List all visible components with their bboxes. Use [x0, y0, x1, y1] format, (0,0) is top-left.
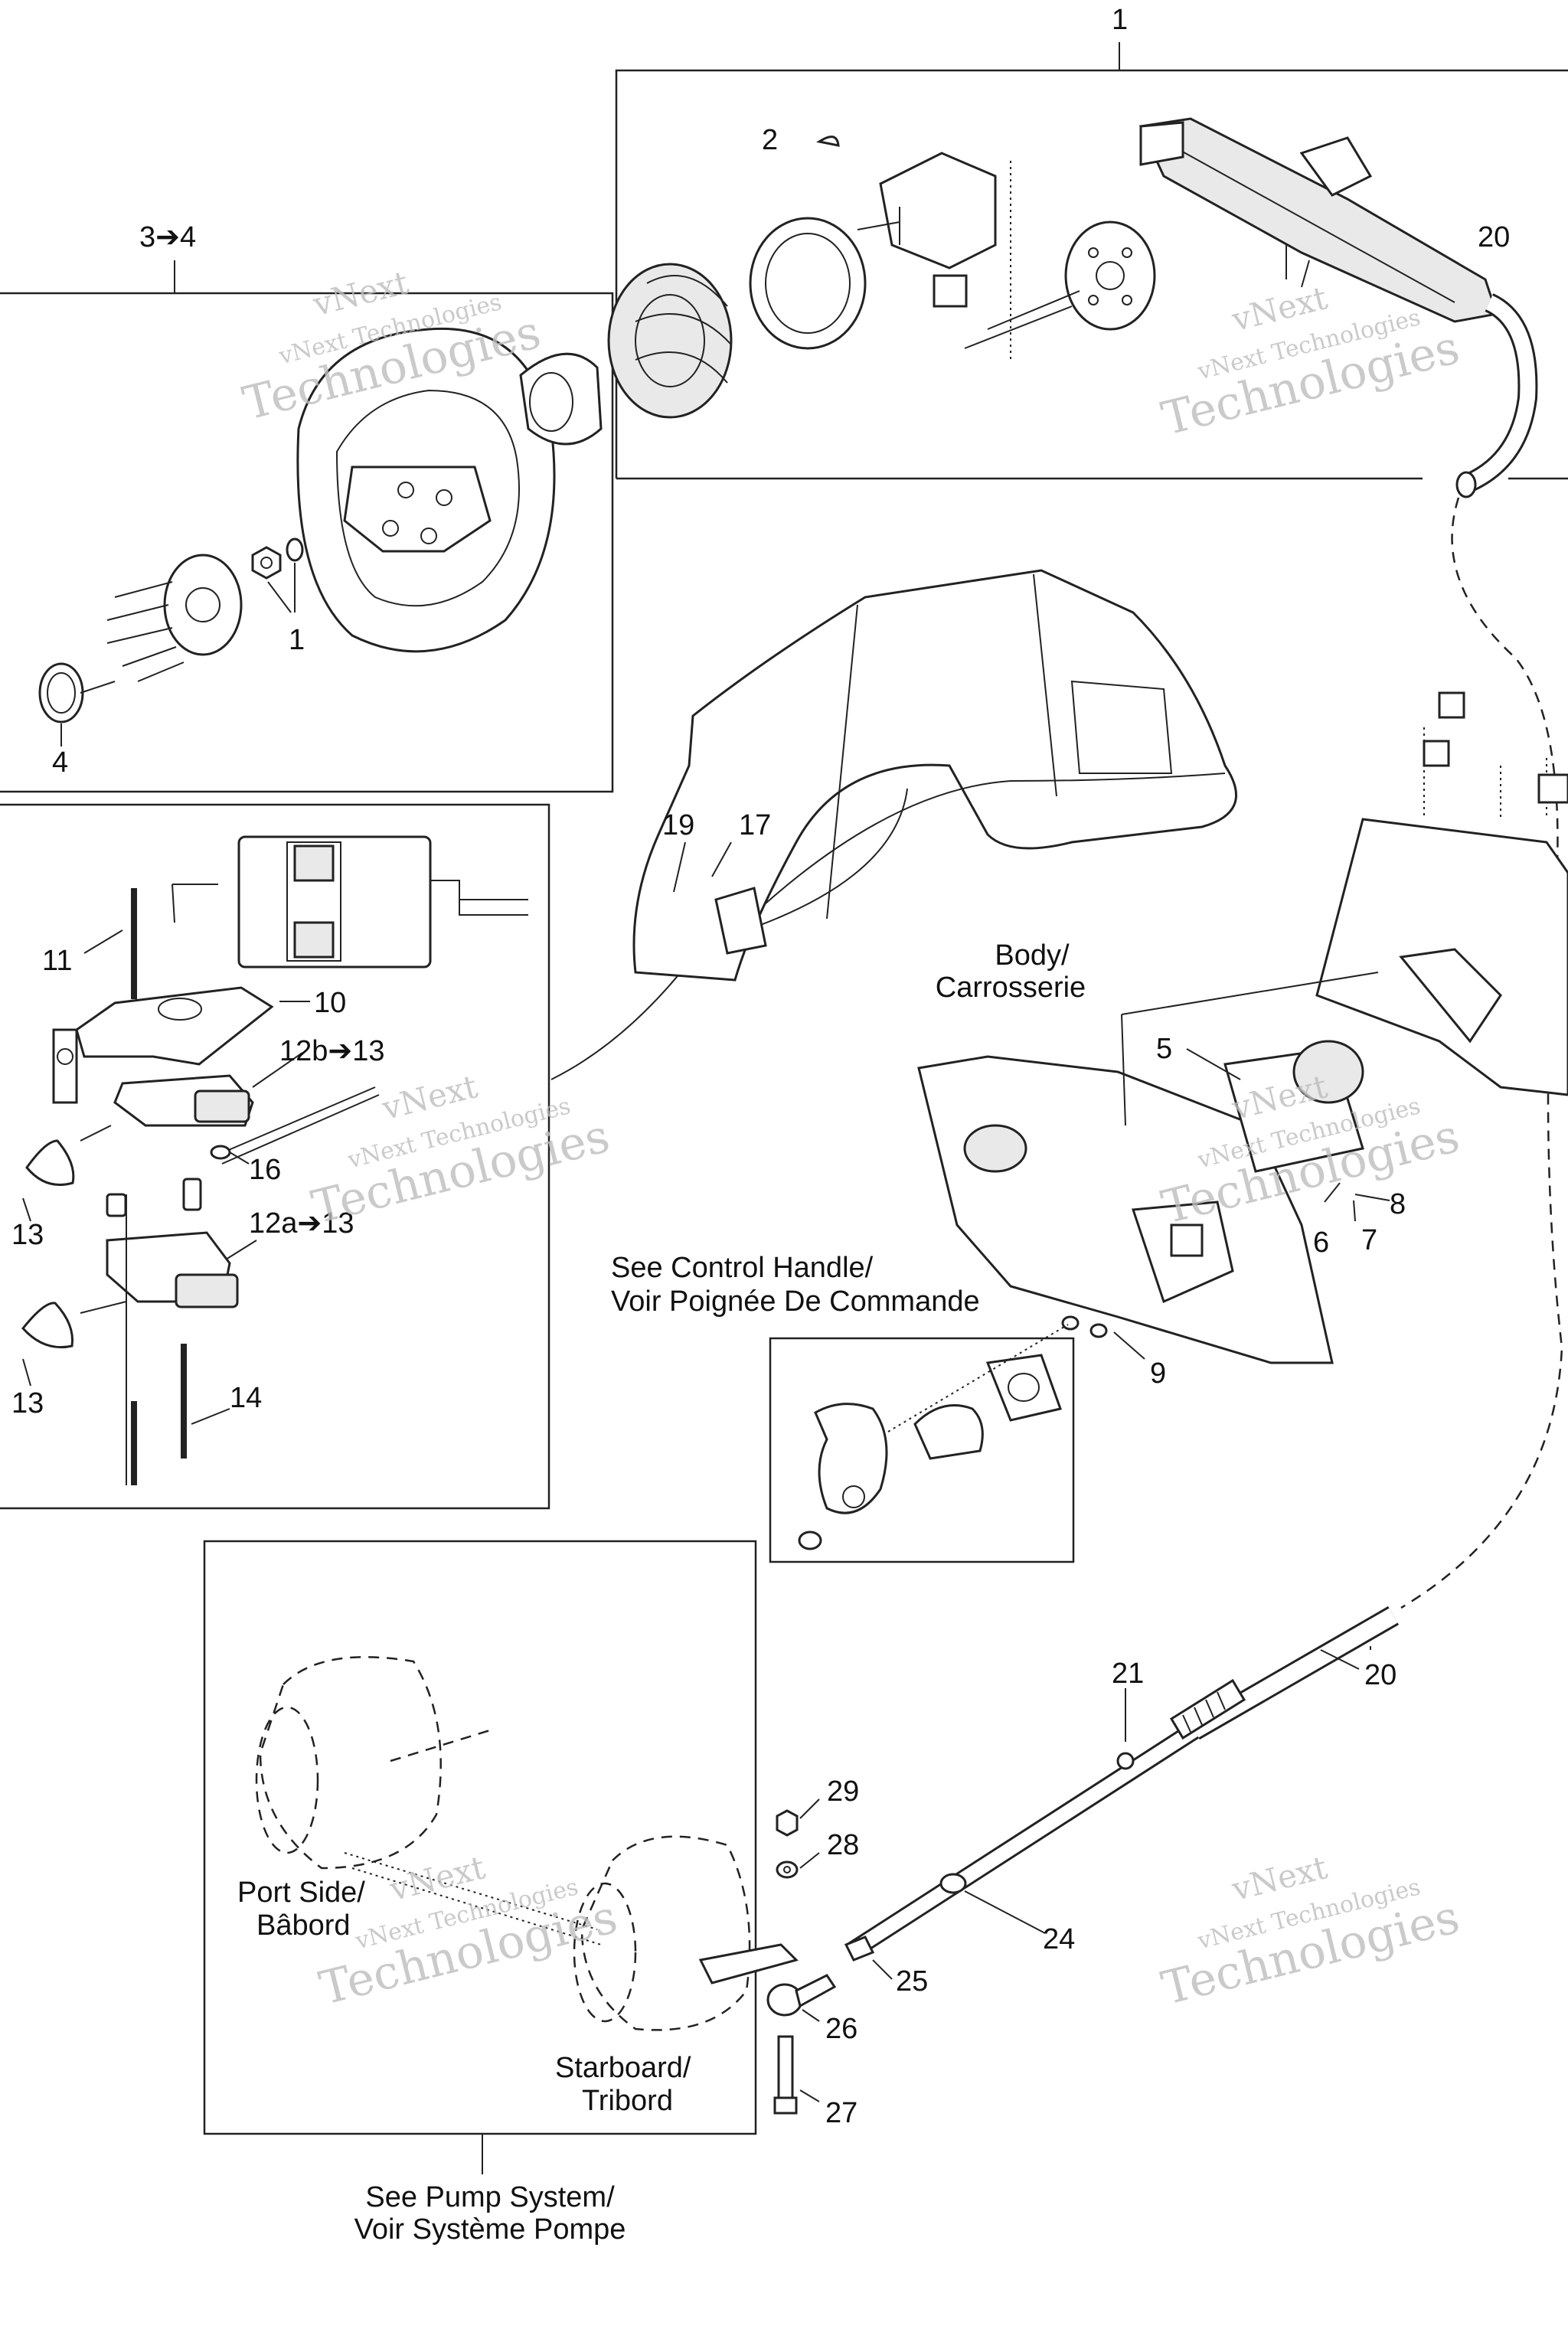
body-carrosserie	[632, 569, 1568, 1364]
callout-4: 4	[52, 746, 68, 779]
callout-7: 7	[1361, 1224, 1377, 1256]
control-handle-label-fr: Voir Poignée De Commande	[611, 1285, 980, 1318]
notes: Body/ Carrosserie See Control Handle/ Vo…	[237, 939, 1086, 2246]
callout-5: 5	[1156, 1033, 1172, 1065]
callout-21: 21	[1112, 1658, 1144, 1690]
starboard-label-fr: Tribord	[582, 2085, 673, 2117]
callout-20-top: 20	[1478, 221, 1510, 253]
pump-system-label: See Pump System/	[365, 2181, 615, 2213]
callout-3-4: 3➔4	[139, 221, 196, 253]
steering-wheel-assembly	[38, 327, 603, 746]
callout-24: 24	[1043, 1923, 1075, 1955]
callout-13-b: 13	[11, 1387, 44, 1419]
callout-29: 29	[827, 1775, 859, 1808]
pump-system-assembly	[255, 1656, 837, 2115]
callout-27: 27	[825, 2097, 858, 2129]
frame-control-handle	[769, 1337, 1075, 1563]
callout-25: 25	[896, 1965, 928, 1998]
steering-cable-lower	[844, 1606, 1399, 1980]
callout-1-column: 1	[1112, 4, 1128, 36]
port-side-label: Port Side/	[237, 1877, 365, 1909]
throttle-sensor-assembly	[21, 835, 694, 1485]
body-label: Body/	[995, 939, 1070, 972]
callout-1-wheel: 1	[289, 624, 305, 656]
callout-19: 19	[662, 809, 694, 841]
callout-28: 28	[827, 1829, 859, 1861]
steering-cable-path	[1400, 497, 1563, 1609]
callout-2: 2	[762, 124, 778, 156]
port-side-label-fr: Bâbord	[256, 1909, 351, 1942]
callout-numbers: 1 2 3➔4 20 1 4 19 17 11 10 12b➔13 16 13 …	[11, 4, 1510, 2129]
callout-8: 8	[1390, 1188, 1406, 1220]
callout-17: 17	[739, 809, 771, 841]
control-handle-label: See Control Handle/	[611, 1252, 874, 1284]
watermark-6: vNext vNext Technologies Technologies	[1157, 1848, 1465, 2016]
callout-16: 16	[249, 1154, 281, 1186]
callout-20-bottom: 20	[1364, 1659, 1396, 1691]
callout-12b: 12b➔13	[279, 1035, 385, 1067]
callout-13-a: 13	[11, 1219, 44, 1251]
frame-throttle-sensor	[0, 803, 550, 1510]
pump-system-label-fr: Voir Système Pompe	[354, 2213, 626, 2246]
starboard-label: Starboard/	[555, 2052, 691, 2084]
steering-column-assembly	[607, 117, 1538, 498]
callout-26: 26	[825, 2013, 858, 2045]
frame-steering-wheel	[0, 260, 614, 793]
callout-11: 11	[42, 945, 72, 977]
callout-14: 14	[230, 1382, 262, 1414]
body-label-fr: Carrosserie	[936, 972, 1086, 1004]
callout-10: 10	[314, 987, 346, 1019]
control-handle-assembly	[798, 1324, 1069, 1550]
watermark-4: vNext vNext Technologies Technologies	[307, 1067, 615, 1235]
frame-pump-system	[203, 1540, 757, 2174]
callout-6: 6	[1313, 1227, 1329, 1259]
callout-12a: 12a➔13	[249, 1207, 354, 1240]
callout-9: 9	[1150, 1357, 1166, 1390]
